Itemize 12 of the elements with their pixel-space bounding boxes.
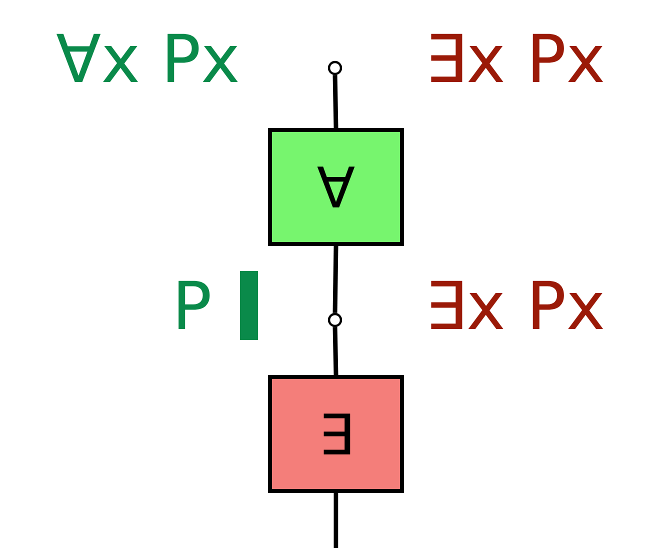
formula-label: ∀x Px [56, 34, 238, 82]
connection-point [328, 60, 342, 76]
connector-line [332, 327, 338, 376]
formula-label: ∃x Px [431, 34, 604, 82]
connection-point [328, 312, 342, 328]
quantifier-box: ∃ [268, 374, 404, 493]
connector-line [332, 246, 338, 313]
connector-line [332, 75, 338, 128]
formula-label: ∃x Px [431, 280, 604, 330]
quantifier-box: ∀ [268, 128, 404, 246]
formula-label: P [178, 280, 210, 330]
connector-line [334, 492, 338, 548]
